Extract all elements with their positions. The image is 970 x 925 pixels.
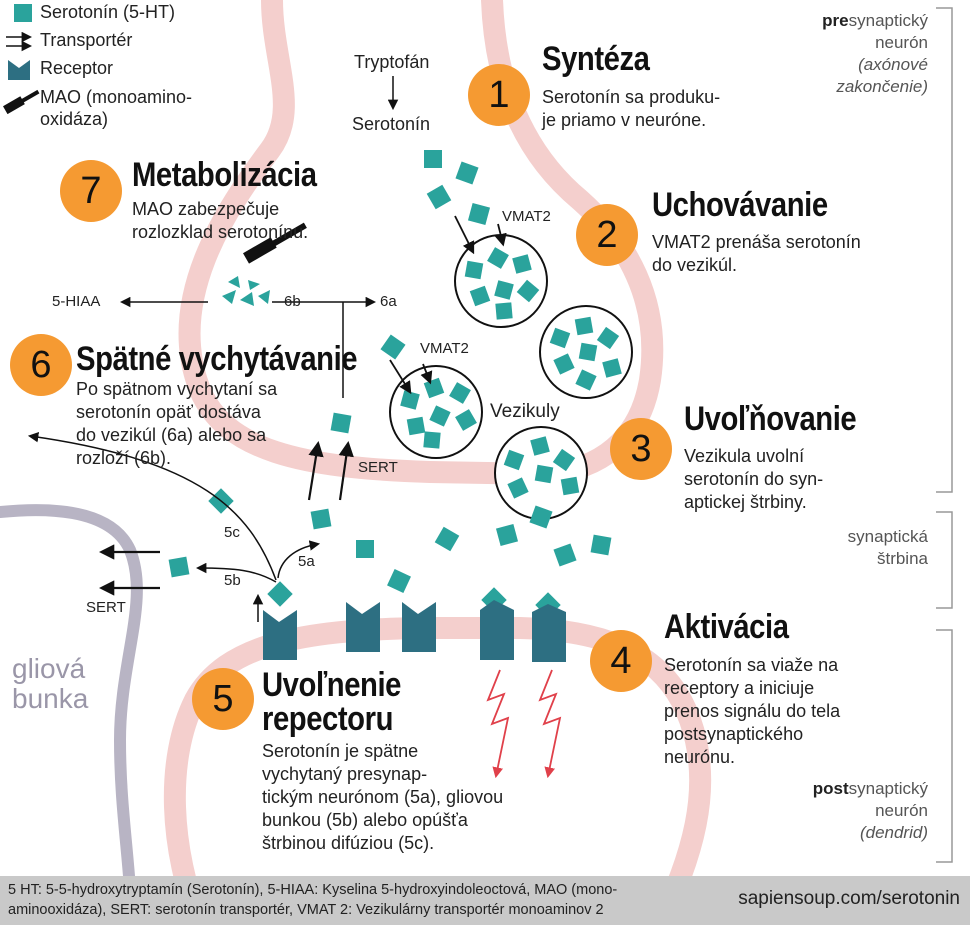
step-6-title: Spätné vychytávanie: [76, 340, 358, 378]
legend-serotonin-icon: [14, 4, 32, 22]
step-7-badge: 7: [60, 160, 122, 222]
step-6-desc: Po spätnom vychytaní sa serotonín opäť d…: [76, 379, 278, 468]
step-1-title: Syntéza: [542, 40, 650, 78]
side-cleft: synaptická štrbina: [847, 527, 928, 568]
receptors: [263, 600, 566, 662]
vmat2-label-2: VMAT2: [420, 340, 469, 357]
step-2-badge: 2: [576, 204, 638, 266]
side-pre-rest: synaptický neurón: [848, 11, 928, 52]
sert-label-glia: SERT: [86, 599, 126, 616]
side-postsynaptic: postsynaptický neurón (dendrid): [768, 778, 928, 844]
label-5a: 5a: [298, 553, 315, 570]
side-pre-bold: pre: [822, 11, 849, 30]
footer-url[interactable]: sapiensoup.com/serotonin: [738, 888, 960, 909]
step-5-desc: Serotonín je spätne vychytaný presynap- …: [262, 741, 504, 853]
label-5b: 5b: [224, 572, 241, 589]
signal-zigzag-2: [538, 669, 562, 779]
step-1-badge: 1: [468, 64, 530, 126]
step-5-badge: 5: [192, 668, 254, 730]
legend-mao-icon: [3, 89, 40, 115]
precursor-label: Tryptofán: [354, 52, 430, 72]
hiaa-label: 5-HIAA: [52, 293, 101, 310]
step-4-desc: Serotonín sa viaže na receptory a iniciu…: [664, 655, 841, 767]
step-2-title: Uchovávanie: [652, 186, 828, 224]
bracket-pre: [936, 7, 953, 493]
step-3-title: Uvoľňovanie: [684, 400, 857, 438]
legend-receptor-icon: [8, 60, 30, 80]
legend-transporter-icon: [6, 31, 33, 52]
step-6-badge: 6: [10, 334, 72, 396]
serotonin-molecules: [168, 150, 622, 618]
step-3-desc: Vezikula uvolní serotonín do syn- aptick…: [684, 446, 824, 512]
legend-transporter-label: Transportér: [40, 30, 133, 50]
step-1-desc: Serotonín sa produku- je priamo v neurón…: [542, 87, 721, 130]
legend-serotonin-label: Serotonín (5-HT): [40, 2, 176, 22]
step-3-badge: 3: [610, 418, 672, 480]
side-post-rest: synaptický neurón: [848, 779, 928, 820]
legend-receptor-label: Receptor: [40, 58, 114, 78]
label-5c: 5c: [224, 524, 240, 541]
hammer-icon: [242, 222, 307, 264]
step-4-badge: 4: [590, 630, 652, 692]
vmat2-label-1: VMAT2: [502, 208, 551, 225]
legend-mao-label: MAO (monoamino- oxidáza): [40, 87, 193, 129]
side-post-bold: post: [812, 779, 849, 798]
label-6b: 6b: [284, 293, 301, 310]
product-label: Serotonín: [352, 114, 431, 134]
signal-zigzag-1: [486, 669, 510, 779]
vesicles-label: Vezikuly: [490, 401, 560, 422]
step-2-desc: VMAT2 prenáša serotonín do vezikúl.: [652, 232, 861, 275]
presynaptic-membrane: [178, 0, 664, 486]
label-6a: 6a: [380, 293, 397, 310]
footer-text: 5 HT: 5-5-hydroxytryptamín (Serotonín), …: [8, 882, 618, 918]
side-presynaptic: presynaptický neurón (axónové zakončenie…: [768, 10, 928, 98]
step-5-title: Uvoľnenie repectoru: [262, 666, 402, 738]
glial-cell-label: gliová bunka: [12, 653, 89, 714]
step-7-title: Metabolizácia: [132, 156, 317, 194]
side-post-note: (dendrid): [859, 823, 928, 842]
bracket-cleft: [936, 511, 953, 609]
glial-membrane: [0, 504, 143, 925]
step-4-title: Aktivácia: [664, 608, 789, 646]
footer: 5 HT: 5-5-hydroxytryptamín (Serotonín), …: [0, 876, 970, 925]
sert-label-pre: SERT: [358, 459, 398, 476]
side-pre-note: (axónové zakončenie): [836, 55, 928, 96]
step-7-desc: MAO zabezpečuje rozlozklad serotonínu.: [132, 199, 309, 242]
bracket-post: [936, 629, 953, 863]
